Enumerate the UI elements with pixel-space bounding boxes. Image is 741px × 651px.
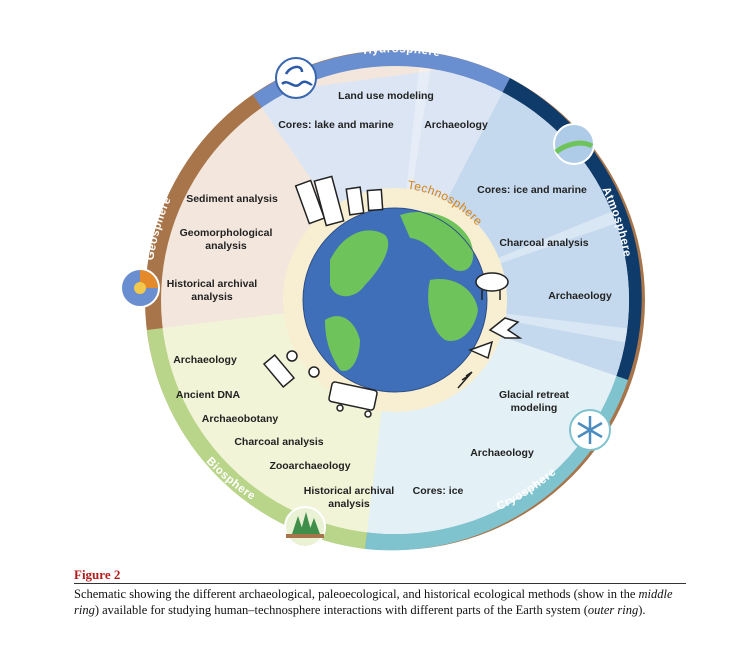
method-ancient-dna: Ancient DNA	[176, 389, 241, 401]
snowflake-icon	[569, 409, 611, 451]
method-historical-archival-geo-2: analysis	[191, 291, 233, 303]
figure-title: Figure 2	[74, 567, 121, 582]
cattle-icon	[475, 272, 509, 300]
hydrosphere-label: Hydrosphere	[363, 43, 442, 59]
method-geomorphological-2: analysis	[205, 240, 247, 252]
method-cores-ice-marine: Cores: ice and marine	[477, 184, 587, 196]
method-cores-ice: Cores: ice	[413, 485, 464, 497]
atmosphere-icon	[553, 123, 595, 165]
method-glacial-modeling: modeling	[511, 402, 558, 414]
method-archaeology-bio: Archaeology	[173, 354, 237, 366]
skyline-icon	[294, 175, 384, 227]
method-historical-archival-bio-2: analysis	[328, 498, 370, 510]
method-land-use-modeling: Land use modeling	[338, 90, 434, 102]
method-charcoal-analysis-atmo: Charcoal analysis	[499, 237, 588, 249]
water-wave-icon	[275, 57, 317, 99]
method-glacial-retreat: Glacial retreat	[499, 389, 570, 401]
method-geomorphological: Geomorphological	[180, 227, 273, 239]
train-icon	[328, 381, 378, 418]
wheat-icon	[457, 371, 473, 389]
method-historical-archival-geo: Historical archival	[167, 278, 258, 290]
shovel-icon	[262, 350, 320, 389]
figure-caption: Schematic showing the different archaeol…	[74, 587, 673, 617]
method-zooarchaeology: Zooarchaeology	[269, 460, 350, 472]
method-archaeology-atmo: Archaeology	[548, 290, 612, 302]
method-archaeology-cryo: Archaeology	[470, 447, 534, 459]
earth-layers-icon	[120, 268, 160, 308]
earth-system-diagram: Hydrosphere Atmosphere Cryosphere Biosph…	[120, 43, 645, 551]
method-sediment-analysis: Sediment analysis	[186, 193, 278, 205]
ship-icon	[467, 340, 494, 360]
method-cores-lake-marine: Cores: lake and marine	[278, 119, 394, 131]
caption-divider	[74, 583, 686, 584]
palm-tree-icon	[488, 317, 523, 339]
method-charcoal-analysis-bio: Charcoal analysis	[234, 436, 323, 448]
method-archaeology-hydro: Archaeology	[424, 119, 488, 131]
forest-icon	[284, 506, 326, 548]
method-historical-archival-bio: Historical archival	[304, 485, 395, 497]
globe-icon	[302, 207, 488, 393]
method-archaeobotany: Archaeobotany	[202, 413, 279, 425]
